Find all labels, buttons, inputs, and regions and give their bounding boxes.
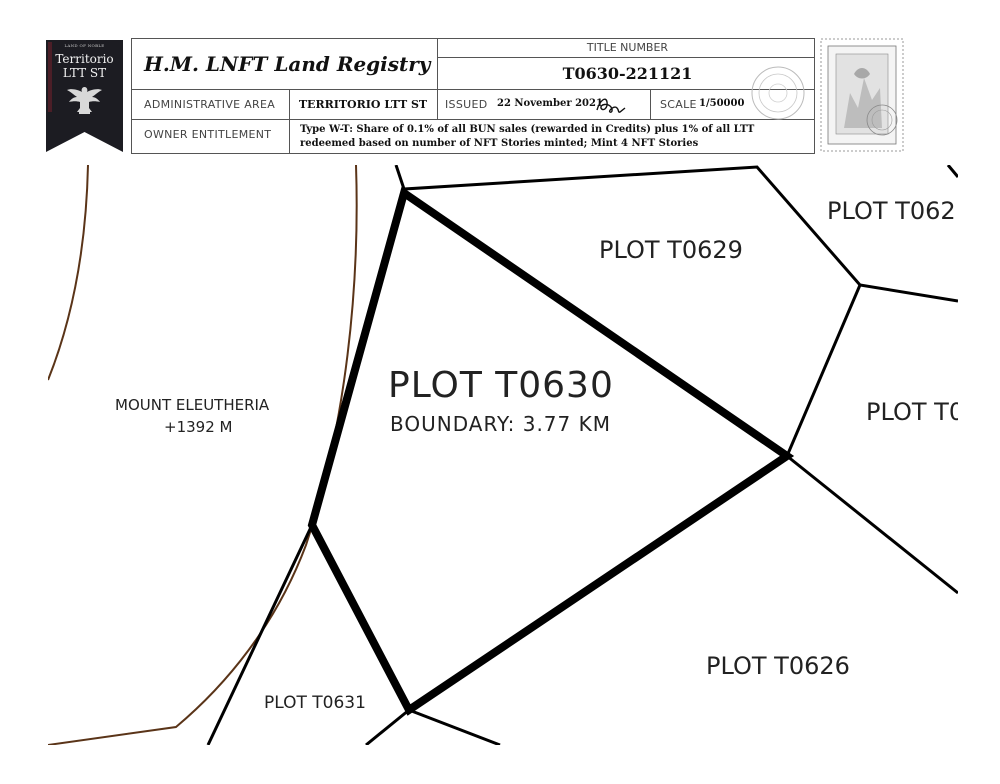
divider: [132, 119, 814, 120]
admin-area-value: TERRITORIO LTT ST: [298, 98, 428, 111]
issued-label: ISSUED: [445, 98, 488, 111]
main-plot-label: PLOT T0630: [388, 365, 614, 406]
divider: [650, 89, 651, 119]
mountain-name-label: MOUNT ELEUTHERIA: [115, 396, 270, 414]
title-block: H.M. LNFT Land Registry TITLE NUMBER T06…: [131, 38, 815, 154]
registry-name: H.M. LNFT Land Registry: [144, 52, 431, 76]
admin-area-label: ADMINISTRATIVE AREA: [144, 98, 276, 111]
scale-value: 1/50000: [699, 98, 745, 109]
title-number: T0630-221121: [562, 64, 693, 83]
postage-stamp-icon: [820, 38, 904, 152]
divider: [289, 89, 290, 153]
divider: [437, 39, 438, 89]
stamp-artwork: [820, 38, 904, 152]
divider: [437, 57, 814, 58]
boundary-length-label: BOUNDARY: 3.77 KM: [390, 412, 611, 436]
banner-small-text: LAND OF NOBLE: [64, 43, 105, 48]
title-number-label: TITLE NUMBER: [586, 41, 669, 54]
scale-label: SCALE: [660, 98, 697, 111]
plot-t0630-boundary: [307, 186, 795, 716]
neighbor-plot-label-t0631: PLOT T0631: [264, 693, 366, 713]
divider: [437, 89, 438, 119]
neighbor-boundaries: [206, 165, 958, 745]
seal-of-his-majesty-icon: [751, 66, 805, 120]
contour-line: [48, 165, 358, 745]
boundary-line: [408, 708, 501, 745]
neighbor-plot-label-t0626: PLOT T0626: [706, 652, 850, 680]
divider: [132, 89, 814, 90]
plot-map: PLOT T0630 BOUNDARY: 3.77 KM MOUNT ELEUT…: [48, 165, 958, 745]
boundary-line: [394, 165, 958, 303]
boundary-line: [946, 165, 958, 178]
boundary-line: [206, 524, 314, 745]
mountain-elevation-label: +1392 M: [164, 418, 233, 436]
contour-line: [48, 165, 89, 381]
boundary-line: [785, 284, 862, 457]
neighbor-plot-label-top-right: PLOT T062: [827, 197, 956, 225]
boundary-line: [365, 708, 410, 745]
boundary-line: [786, 454, 958, 595]
owner-entitlement-label: OWNER ENTITLEMENT: [144, 128, 272, 141]
neighbor-plot-label-t0629: PLOT T0629: [599, 236, 743, 264]
issued-date: 22 November 2021: [497, 98, 603, 109]
map-drawing: [48, 165, 958, 745]
owner-entitlement-text: Type W-T: Share of 0.1% of all BUN sales…: [300, 124, 755, 149]
eagle-crest-icon: [67, 87, 102, 114]
banner-title-line1: Territorio: [55, 52, 114, 66]
territory-banner: LAND OF NOBLE Territorio LTT ST: [46, 40, 123, 152]
banner-title-line2: LTT ST: [62, 66, 107, 80]
signature-icon: [596, 98, 626, 113]
neighbor-plot-label-right: PLOT T0: [866, 398, 958, 426]
